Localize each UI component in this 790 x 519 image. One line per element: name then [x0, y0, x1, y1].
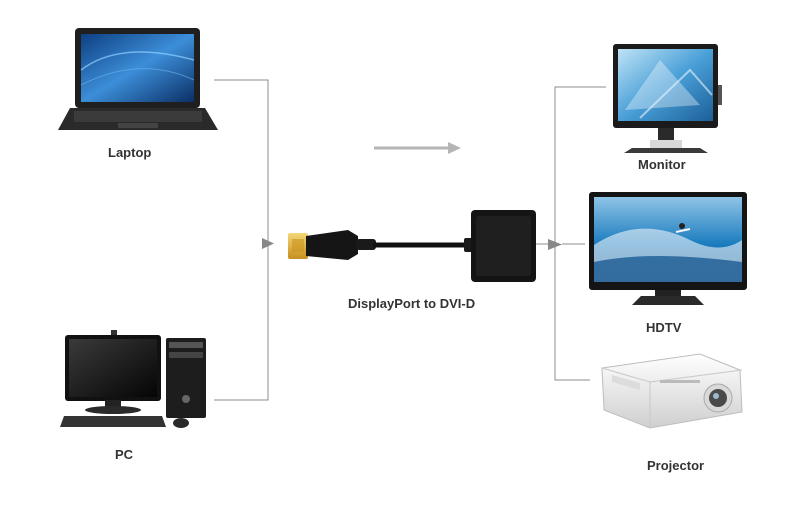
- source-bracket-line: [214, 79, 269, 401]
- output-connector-lines: [536, 86, 606, 381]
- monitor-icon: [613, 44, 722, 153]
- direction-arrow-icon: [374, 142, 461, 154]
- output-bracket-line: [554, 86, 606, 381]
- projector-icon: [601, 353, 743, 429]
- displayport-dvi-adapter-icon: [288, 210, 536, 282]
- output-arrow-icon: [548, 239, 562, 250]
- laptop-icon: [58, 28, 218, 130]
- hdtv-icon: [589, 192, 747, 305]
- monitor-label: Monitor: [638, 157, 686, 172]
- laptop-label: Laptop: [108, 145, 152, 160]
- pc-label: PC: [115, 447, 134, 462]
- source-arrow-icon: [262, 238, 274, 249]
- source-connector-lines: [214, 79, 269, 401]
- projector-label: Projector: [647, 458, 705, 473]
- adapter-label: DisplayPort to DVI-D: [348, 296, 476, 311]
- hdtv-label: HDTV: [646, 320, 682, 335]
- desktop-pc-icon: [60, 330, 206, 428]
